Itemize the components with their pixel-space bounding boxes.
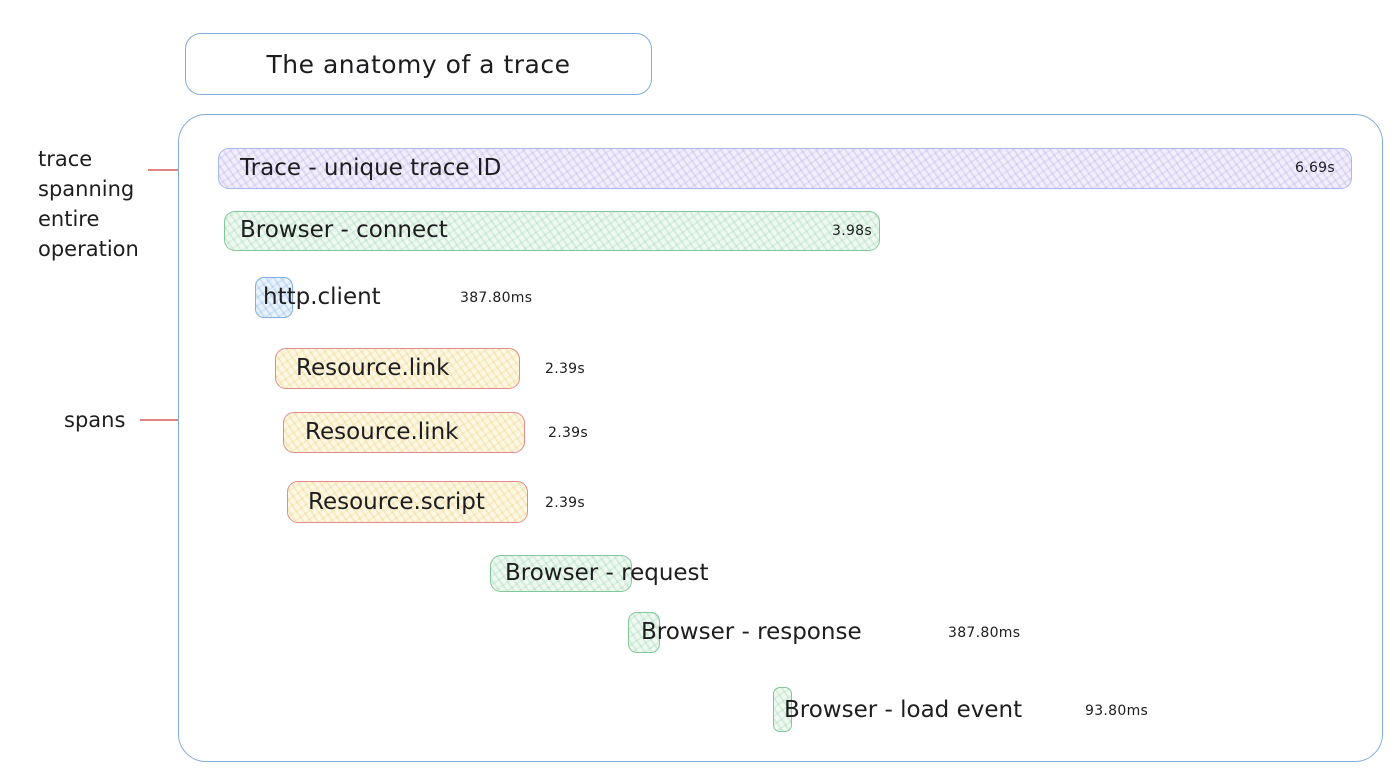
span-label: Resource.link xyxy=(296,355,450,381)
span-bar-resource-script xyxy=(287,481,528,523)
title-box: The anatomy of a trace xyxy=(185,33,652,95)
span-label: Browser - response xyxy=(641,619,862,645)
span-bar-browser-request xyxy=(490,555,632,592)
span-duration: 2.39s xyxy=(548,425,588,441)
span-bar-http-client xyxy=(255,277,293,318)
span-duration: 387.80ms xyxy=(460,290,533,306)
span-label: Browser - request xyxy=(505,560,709,586)
spans-connector-line xyxy=(140,419,210,421)
span-bar-browser-load-event xyxy=(773,687,792,732)
span-duration: 2.39s xyxy=(545,495,585,511)
span-duration: 3.98s xyxy=(832,223,872,239)
span-label: Browser - connect xyxy=(240,217,448,243)
spans-annotation: spans xyxy=(64,408,126,432)
span-label: Resource.link xyxy=(305,419,459,445)
span-label: http.client xyxy=(263,284,381,310)
trace-bar-duration: 6.69s xyxy=(1295,160,1335,176)
trace-bar-label: Trace - unique trace ID xyxy=(240,155,502,181)
trace-connector-line xyxy=(148,169,205,171)
span-bar-browser-connect xyxy=(224,211,880,251)
span-label: Resource.script xyxy=(308,489,485,515)
span-bar-resource-link-1 xyxy=(275,348,520,389)
span-duration: 387.80ms xyxy=(948,625,1021,641)
trace-bar xyxy=(218,148,1352,189)
span-duration: 2.39s xyxy=(545,361,585,377)
page-title: The anatomy of a trace xyxy=(266,49,571,79)
span-duration: 93.80ms xyxy=(1085,703,1149,719)
trace-annotation: trace spanning entire operation xyxy=(38,147,139,261)
span-bar-resource-link-2 xyxy=(283,412,525,453)
span-bar-browser-response xyxy=(628,612,660,653)
span-label: Browser - load event xyxy=(784,697,1023,723)
